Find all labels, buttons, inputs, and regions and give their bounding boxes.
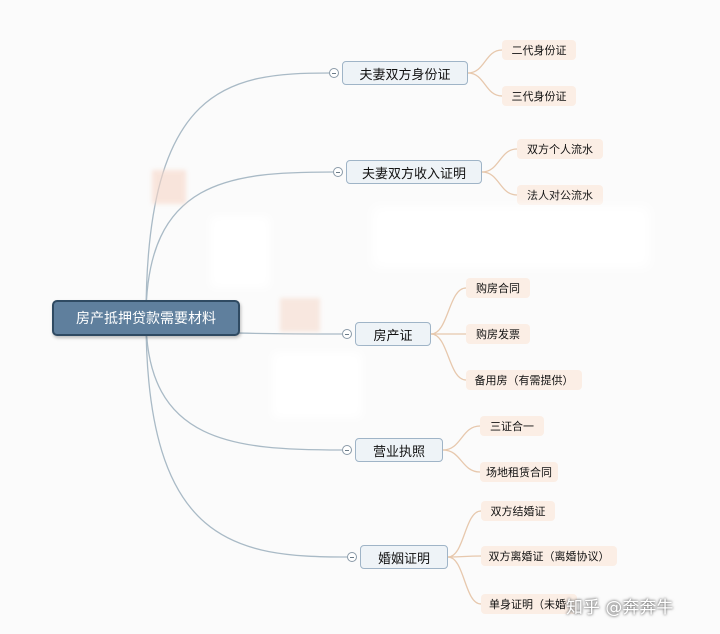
collapse-toggle-icon[interactable] — [333, 167, 343, 177]
branch-id-card-label: 夫妻双方身份证 — [359, 67, 451, 83]
leaf-connector — [447, 556, 482, 605]
leaf-single-cert[interactable]: 单身证明（未婚 — [481, 594, 577, 614]
leaf-label: 双方个人流水 — [527, 143, 593, 156]
leaf-label: 单身证明（未婚 — [489, 598, 566, 611]
branch-business-license[interactable]: 营业执照 — [355, 438, 443, 462]
leaf-label: 备用房（有需提供） — [474, 374, 574, 387]
leaf-label: 法人对公流水 — [527, 189, 593, 202]
collapse-toggle-icon[interactable] — [342, 329, 352, 339]
leaf-connector — [442, 425, 481, 451]
branch-id-card[interactable]: 夫妻双方身份证 — [342, 61, 468, 85]
branch-connector — [145, 72, 330, 319]
branch-marriage-proof-label: 婚姻证明 — [377, 551, 430, 567]
branch-marriage-proof[interactable]: 婚姻证明 — [360, 545, 448, 569]
collapse-toggle-icon[interactable] — [329, 68, 339, 78]
leaf-divorce-cert[interactable]: 双方离婚证（离婚协议） — [481, 546, 617, 566]
leaf-site-lease[interactable]: 场地租赁合同 — [480, 462, 558, 482]
leaf-spare-property[interactable]: 备用房（有需提供） — [466, 370, 582, 390]
leaf-corporate-statement[interactable]: 法人对公流水 — [517, 185, 603, 205]
leaf-connector — [430, 333, 467, 381]
root-label: 房产抵押贷款需要材料 — [76, 311, 216, 327]
branch-connector — [145, 317, 348, 558]
leaf-purchase-contract[interactable]: 购房合同 — [466, 278, 530, 298]
leaf-label: 场地租赁合同 — [486, 466, 552, 479]
blur-overlay — [372, 206, 650, 268]
branch-property-certificate-label: 房产证 — [373, 328, 413, 344]
leaf-marriage-cert[interactable]: 双方结婚证 — [481, 501, 555, 521]
branch-business-license-label: 营业执照 — [372, 444, 425, 460]
leaf-connector — [481, 148, 518, 173]
pixel-mosaic — [280, 298, 320, 332]
blur-overlay — [210, 216, 270, 288]
leaf-label: 三证合一 — [490, 420, 534, 433]
blur-overlay — [272, 352, 362, 418]
leaf-connector — [481, 171, 518, 196]
leaf-connector — [442, 449, 481, 473]
branch-connector — [145, 171, 334, 319]
root-node[interactable]: 房产抵押贷款需要材料 — [52, 300, 240, 336]
leaf-connector — [467, 72, 503, 97]
branch-income-proof-label: 夫妻双方收入证明 — [361, 166, 466, 182]
leaf-label: 三代身份证 — [511, 90, 567, 103]
branch-income-proof[interactable]: 夫妻双方收入证明 — [346, 160, 482, 184]
leaf-connector — [467, 49, 503, 74]
leaf-connector — [447, 555, 482, 558]
branch-connector — [145, 317, 343, 451]
leaf-label: 二代身份证 — [511, 44, 567, 57]
leaf-label: 双方离婚证（离婚协议） — [488, 550, 610, 563]
branch-property-certificate[interactable]: 房产证 — [355, 322, 431, 346]
leaf-3rd-gen-id[interactable]: 三代身份证 — [502, 86, 576, 106]
leaf-three-in-one[interactable]: 三证合一 — [480, 416, 544, 436]
leaf-label: 双方结婚证 — [490, 505, 546, 518]
leaf-label: 购房发票 — [476, 328, 520, 341]
leaf-label: 购房合同 — [476, 282, 520, 295]
collapse-toggle-icon[interactable] — [342, 445, 352, 455]
leaf-connector — [430, 287, 467, 335]
leaf-connector — [447, 510, 482, 558]
watermark-text: 知乎 @奔奔牛 — [566, 598, 674, 618]
collapse-toggle-icon[interactable] — [347, 552, 357, 562]
leaf-2nd-gen-id[interactable]: 二代身份证 — [502, 40, 576, 60]
leaf-purchase-invoice[interactable]: 购房发票 — [466, 324, 530, 344]
leaf-personal-statement[interactable]: 双方个人流水 — [517, 139, 603, 159]
pixel-mosaic — [152, 170, 186, 204]
